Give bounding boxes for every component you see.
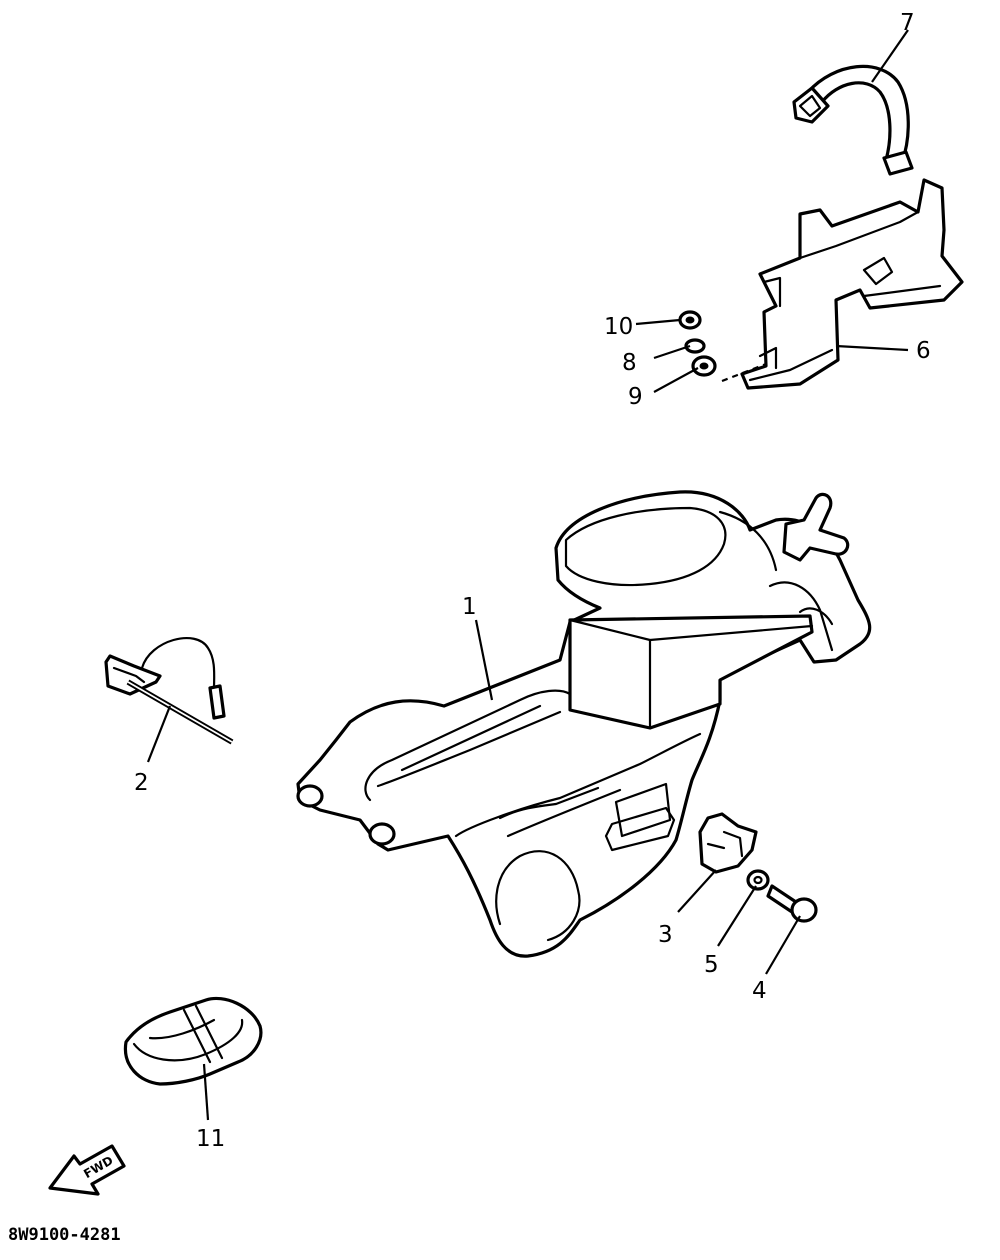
part-7-strap [792, 64, 914, 176]
part-11-band [123, 996, 263, 1086]
part-8-washer [684, 338, 706, 354]
part-5-washer [746, 869, 770, 891]
drawing-number: 8W9100-4281 [8, 1225, 121, 1245]
part-9-grommet [691, 355, 717, 377]
fwd-arrow-icon: FWD [48, 1144, 126, 1196]
part-4-bolt [766, 884, 818, 923]
part-2-rod-cable [104, 637, 234, 745]
callout-9: 9 [628, 384, 643, 410]
part-3-clip [698, 812, 758, 874]
part-10-nut [678, 310, 702, 330]
part-1-main-body [296, 490, 872, 958]
callout-3: 3 [658, 922, 673, 948]
callout-6: 6 [916, 338, 931, 364]
callout-8: 8 [622, 350, 637, 376]
part-6-bracket [721, 178, 964, 390]
callout-7: 7 [900, 10, 915, 36]
callout-1: 1 [462, 594, 477, 620]
callout-labels: 1 2 3 4 5 6 7 8 9 10 11 [134, 10, 931, 1152]
callout-4: 4 [752, 978, 767, 1004]
callout-2: 2 [134, 770, 149, 796]
callout-5: 5 [704, 952, 719, 978]
callout-11: 11 [196, 1126, 225, 1152]
leader-lines [146, 29, 909, 1121]
callout-10: 10 [604, 314, 633, 340]
